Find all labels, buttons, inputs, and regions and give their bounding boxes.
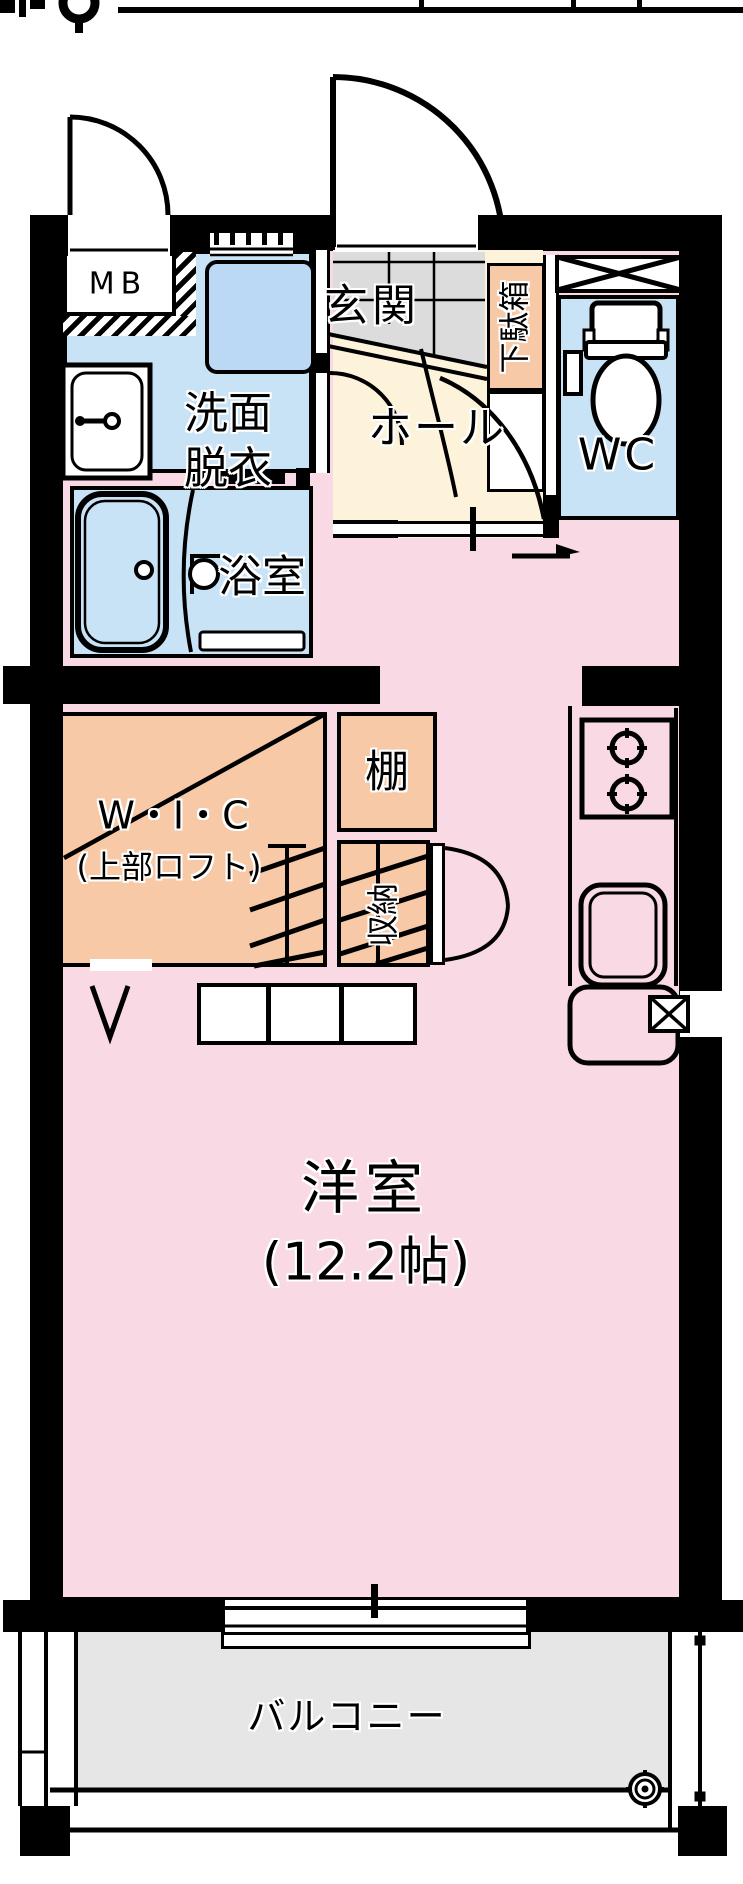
hall-room-wall-piece	[333, 520, 398, 538]
label-washroom-line2: 脱衣	[184, 443, 272, 494]
top-wall-seg4	[478, 215, 722, 250]
label-bathroom: 浴室	[218, 551, 306, 603]
meter-box-hatch-bottom	[63, 316, 196, 336]
bottom-wall-left	[3, 1600, 218, 1632]
wic-door-gap	[90, 959, 152, 971]
left-wall	[30, 215, 63, 1632]
label-wic-note: (上部ロフト)	[76, 848, 262, 886]
right-wall	[682, 215, 722, 1605]
title-block-line	[118, 0, 743, 13]
sliding-door-tick	[470, 507, 476, 551]
label-wc: WC	[577, 429, 659, 481]
label-mb: MB	[88, 266, 148, 302]
label-hall: ホール	[368, 402, 506, 454]
lattice-window-opening	[210, 215, 293, 256]
label-wic: W・I・C	[97, 793, 249, 838]
logo-mark	[0, 0, 45, 17]
balcony-post-left	[20, 1806, 70, 1856]
counter-divider-2	[339, 985, 344, 1043]
pipe-space-box	[555, 255, 683, 293]
wic-counter	[197, 983, 417, 1045]
storage-door-strip	[430, 843, 445, 965]
bottom-wall-right	[533, 1600, 743, 1632]
top-wall-seg2	[170, 215, 210, 250]
window-sill	[221, 1632, 531, 1649]
label-washroom-line1: 洗面	[184, 388, 272, 439]
north-compass-icon	[58, 0, 100, 33]
counter-divider-1	[266, 985, 271, 1043]
label-washroom: 洗面 脱衣	[184, 386, 272, 496]
label-shelf: 棚	[365, 746, 409, 798]
balcony-floor	[78, 1632, 668, 1790]
washroom-door-jamb	[313, 353, 330, 373]
label-main-room: 洋室	[300, 1153, 430, 1222]
wc-floor	[557, 295, 680, 520]
label-entrance: 玄関	[324, 280, 420, 332]
label-shoe-cabinet: 下駄箱	[497, 280, 534, 374]
kitchen-stub-wall	[582, 666, 722, 706]
label-balcony: バルコニー	[247, 1694, 447, 1739]
balcony-post-right	[678, 1806, 727, 1856]
label-main-room-size: (12.2帖)	[261, 1232, 471, 1293]
top-wall-seg3	[293, 215, 335, 250]
hall-door-jamb	[543, 495, 557, 538]
shelf-floor	[337, 712, 437, 832]
bathroom-bottom-wall	[3, 666, 380, 704]
meter-box-hatch-right	[176, 252, 196, 336]
label-storage: 収納	[364, 882, 402, 948]
entrance-door-opening	[335, 215, 478, 256]
mb-door-opening	[68, 215, 170, 256]
